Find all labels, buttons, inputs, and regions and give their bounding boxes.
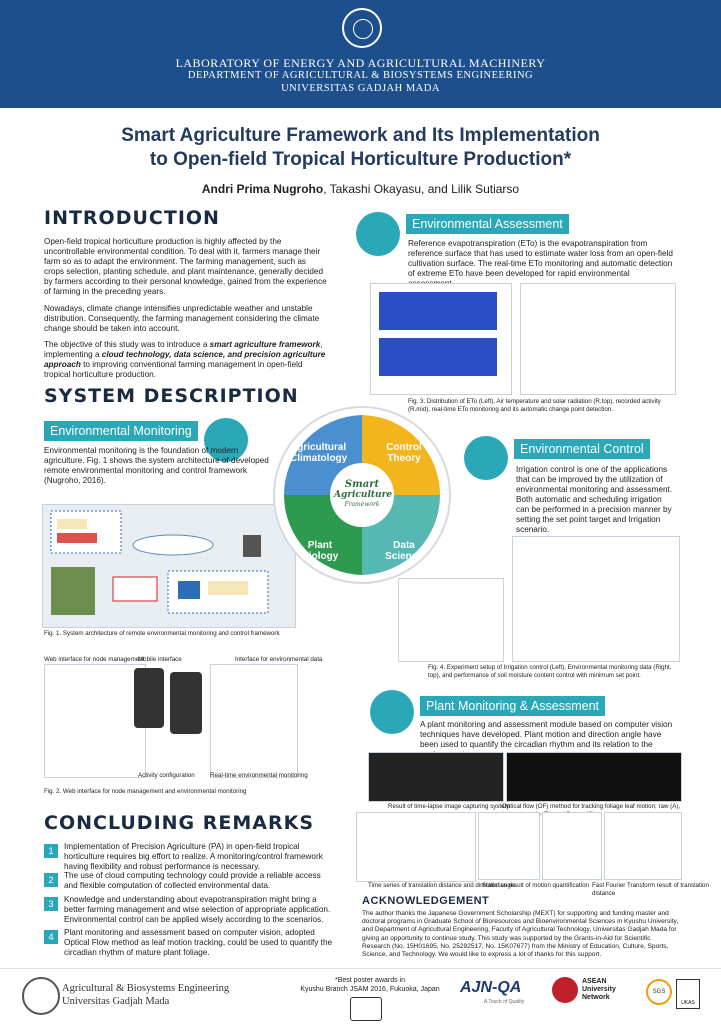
fig2-caption: Fig. 2. Web interface for node managemen… (44, 788, 247, 795)
intro-paragraph-2: Nowadays, climate change intensifies unp… (44, 304, 320, 333)
remark-number-1: 1 (44, 844, 58, 858)
sgs-logo-icon: SGS (646, 979, 672, 1005)
environmental-control-text: Irrigation control is one of the applica… (516, 465, 673, 534)
plant-cap-e: Fast Fourier Transform result of transla… (592, 882, 709, 897)
heatmap-track-1 (379, 292, 497, 330)
web-label-node-management: Web interface for node management (44, 656, 145, 663)
award-line2: Kyushu Branch JSAM 2016, Fukuoka, Japan (300, 986, 440, 993)
control-theory-label: Control Theory (386, 442, 422, 464)
time-lapse-images (368, 752, 504, 802)
environmental-assessment-label: Environmental Assessment (406, 214, 569, 234)
fft-result-chart (604, 812, 682, 880)
header-banner: LABORATORY OF ENERGY AND AGRICULTURAL MA… (0, 0, 721, 108)
poster-title-line1: Smart Agriculture Framework and Its Impl… (121, 125, 600, 146)
header-line1: LABORATORY OF ENERGY AND AGRICULTURAL MA… (175, 56, 546, 70)
remark-number-3: 3 (44, 897, 58, 911)
web-label-env-data: Interface for environmental data (235, 656, 323, 663)
ukas-logo-icon: UKAS (676, 979, 700, 1009)
footer-dept-line1: Agricultural & Biosystems Engineering (62, 983, 230, 994)
thermometer-droplet-icon (204, 418, 248, 462)
web-label-mobile: Mobile interface (138, 656, 182, 663)
system-architecture-figure (42, 504, 296, 628)
environmental-assessment-text: Reference evapotranspiration (ETo) is th… (408, 239, 673, 288)
motion-polar-chart (542, 812, 602, 880)
ajn-qa-logo: AJN-QA (460, 979, 522, 996)
header-line3: UNIVERSITAS GADJAH MADA (281, 83, 440, 94)
phone-left-image (134, 668, 164, 728)
agricultural-climatology-label: Agricultural Climatology (290, 442, 348, 464)
acknowledgement-heading: ACKNOWLEDGEMENT (362, 895, 490, 907)
plant-magnifier-icon (370, 690, 414, 734)
plant-cap-d: Statistics result of motion quantificati… (482, 882, 589, 889)
lead-author: Andri Prima Nugroho (201, 182, 324, 196)
remark-text-1: Implementation of Precision Agriculture … (64, 842, 323, 871)
authors: Andri Prima Nugroho, Takashi Okayasu, an… (0, 182, 721, 196)
jsam-logo-icon (350, 997, 382, 1021)
fig1-caption: Fig. 1. System architecture of remote en… (44, 630, 280, 637)
remark-text-3: Knowledge and understanding about evapot… (64, 895, 331, 924)
footer: Agricultural & Biosystems Engineering Un… (0, 968, 721, 1025)
remark-number-2: 2 (44, 873, 58, 887)
university-seal-icon (342, 8, 382, 48)
co-authors: , Takashi Okayasu, and Lilik Sutiarso (323, 182, 520, 196)
concluding-remarks-heading: CONCLUDING REMARKS (44, 812, 315, 834)
acknowledgement-text: The author thanks the Japanese Governmen… (362, 910, 679, 959)
poster-title-line2: to Open-field Tropical Horticulture Prod… (149, 149, 572, 170)
optical-flow-images (506, 752, 682, 802)
node-management-screenshot (44, 664, 146, 778)
remark-number-4: 4 (44, 930, 58, 944)
puzzle-graphic (273, 406, 451, 584)
web-label-realtime: Real-time environmental monitoring (210, 772, 308, 779)
eto-distribution-heatmap (370, 283, 512, 395)
translation-timeseries-chart (356, 812, 476, 882)
fig4-caption: Fig. 4. Experiment setup of Irrigation c… (428, 664, 672, 679)
header-line2: DEPARTMENT OF AGRICULTURAL & BIOSYSTEMS … (187, 70, 534, 81)
heatmap-track-2 (379, 338, 497, 376)
environmental-control-label: Environmental Control (514, 439, 650, 459)
award-line1: *Best poster awards in (334, 977, 406, 984)
plant-cap-a: Result of time-lapse image capturing sys… (388, 803, 510, 810)
ajn-qa-tagline: A Touch of Quality (484, 999, 525, 1005)
plant-biology-label: Plant Biology (301, 540, 339, 562)
plant-cap-c: Time series of translation distance and … (368, 882, 516, 889)
irrigation-experiment-photo (398, 578, 504, 662)
architecture-diagram (50, 510, 269, 615)
fig3-caption: Fig. 3. Distribution of ETo (Left), Air … (408, 398, 661, 413)
system-description-heading: SYSTEM DESCRIPTION (44, 385, 299, 407)
environmental-monitoring-label: Environmental Monitoring (44, 421, 198, 441)
temperature-radiation-chart (520, 283, 676, 395)
smart-agriculture-logo: Smart Agriculture Framework (334, 479, 393, 509)
env-data-screenshot (210, 664, 298, 778)
web-label-activity: Activity configuration (138, 772, 195, 779)
data-science-label: Data Science (385, 540, 423, 562)
asean-network-logo-icon (552, 977, 578, 1003)
control-gauge-icon (464, 436, 508, 480)
magnifier-document-icon (356, 212, 400, 256)
soil-moisture-chart (512, 536, 680, 662)
footer-dept-line2: Universitas Gadjah Mada (62, 996, 170, 1007)
intro-paragraph-3: The objective of this study was to intro… (44, 340, 326, 379)
intro-paragraph-1: Open-field tropical horticulture product… (44, 237, 327, 296)
remark-text-2: The use of cloud computing technology co… (64, 871, 321, 890)
remark-text-4: Plant monitoring and assessment based on… (64, 928, 333, 957)
plant-monitoring-label: Plant Monitoring & Assessment (420, 696, 605, 716)
motion-statistics-histogram (478, 812, 540, 880)
ugm-logo-icon (22, 977, 60, 1015)
phone-right-image (170, 672, 202, 734)
smart-agriculture-framework-puzzle: Agricultural Climatology Control Theory … (272, 400, 452, 590)
introduction-heading: INTRODUCTION (44, 207, 220, 229)
environmental-monitoring-text: Environmental monitoring is the foundati… (44, 446, 269, 485)
